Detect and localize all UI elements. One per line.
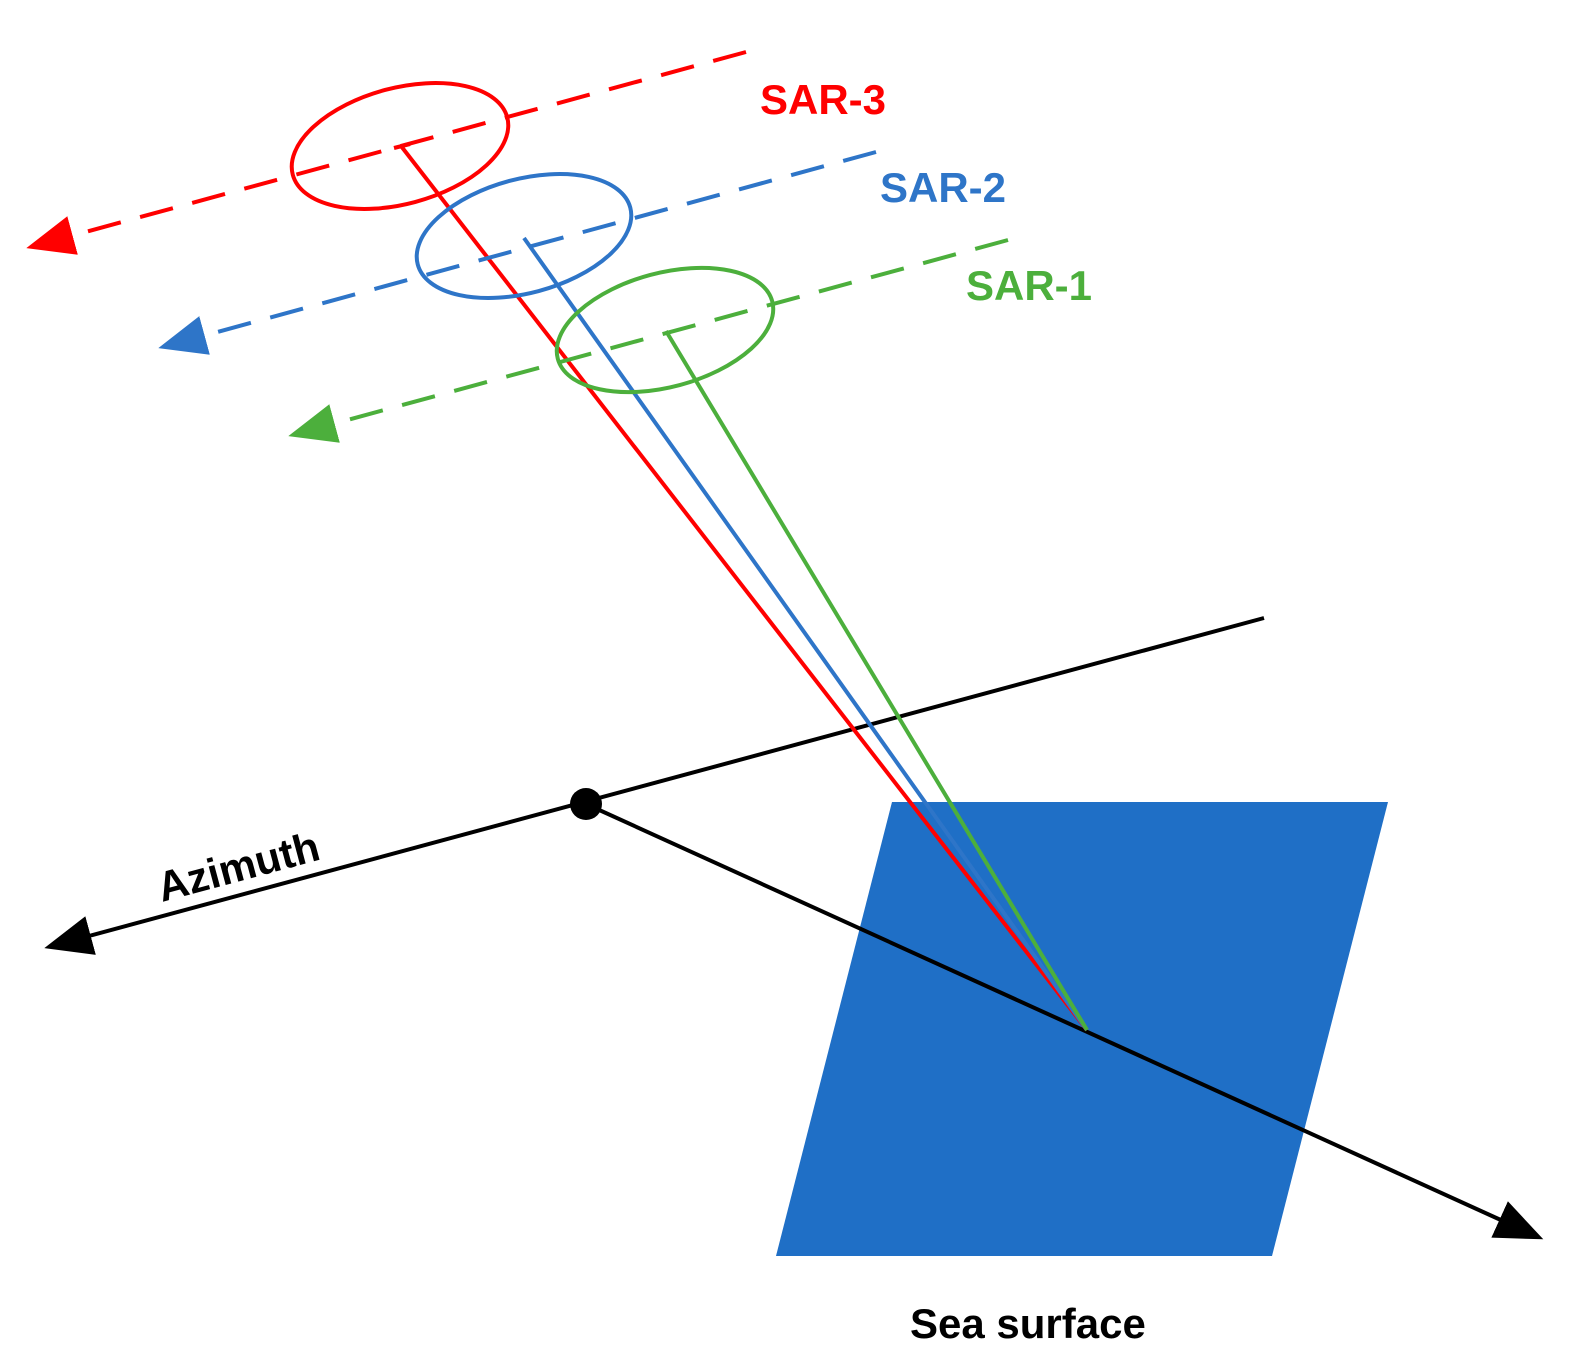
sar3-ray-tick [393, 142, 411, 150]
sar3-label: SAR-3 [760, 76, 886, 123]
sar2-antenna-footprint [414, 172, 634, 300]
sar2-look-ray [522, 236, 1089, 1032]
sar1-antenna-footprint [554, 265, 776, 395]
sar1-flight-track [288, 238, 1009, 443]
range-axis [585, 802, 1544, 1240]
sea-surface-label: Sea surface [910, 1300, 1146, 1347]
sar1-label: SAR-1 [966, 262, 1092, 309]
sar2-label: SAR-2 [880, 164, 1006, 211]
azimuth-axis [44, 616, 1265, 955]
origin-dot-icon [570, 788, 602, 820]
sar3-flight-track [26, 50, 747, 255]
sar1-look-ray [664, 329, 1089, 1032]
sar3-antenna-footprint [289, 81, 511, 211]
sar3-look-ray [399, 144, 1089, 1032]
sar2-flight-track [158, 150, 877, 355]
